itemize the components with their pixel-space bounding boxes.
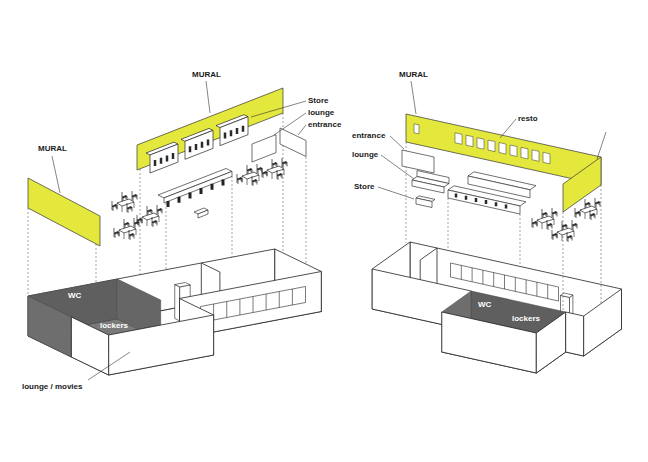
part-label: entrance xyxy=(352,131,385,140)
right-mural-layer xyxy=(488,140,495,152)
left-building xyxy=(175,283,190,287)
right-building xyxy=(561,293,573,297)
leader-lines xyxy=(274,113,306,135)
leader-lines xyxy=(52,81,606,380)
leader-lines xyxy=(52,156,60,193)
room-label: lockers xyxy=(100,321,128,330)
right-mural-layer xyxy=(402,114,601,242)
left-mural-layer xyxy=(181,128,213,159)
right-mural-layer xyxy=(552,220,577,242)
left-mural-layer xyxy=(28,88,306,246)
room-label: lockers xyxy=(512,314,540,323)
part-label: Store xyxy=(308,96,328,105)
leader-lines xyxy=(597,132,606,159)
left-mural-layer xyxy=(28,178,100,246)
projection-lines xyxy=(28,113,601,329)
right-mural-layer xyxy=(466,135,473,147)
left-building xyxy=(201,287,306,323)
room-label: WC xyxy=(478,300,491,309)
part-label: Store xyxy=(354,182,374,191)
right-mural-layer xyxy=(521,147,528,159)
right-mural-layer xyxy=(455,133,462,145)
part-label: MURAL xyxy=(192,70,221,79)
part-label: lounge xyxy=(308,108,334,117)
leader-lines xyxy=(381,155,414,179)
right-mural-layer xyxy=(406,114,601,185)
right-building xyxy=(372,242,621,373)
part-label: lounge / movies xyxy=(22,382,82,391)
leader-lines xyxy=(298,125,306,135)
projection-lines xyxy=(28,113,306,329)
left-building xyxy=(28,296,71,357)
left-mural-layer xyxy=(137,205,162,227)
part-label: MURAL xyxy=(38,144,67,153)
leader-lines xyxy=(411,81,416,114)
left-mural-layer xyxy=(164,171,232,203)
part-label: lounge xyxy=(352,150,378,159)
right-mural-layer xyxy=(543,152,550,164)
left-mural-layer xyxy=(168,180,223,208)
right-mural-layer xyxy=(414,124,550,164)
leader-lines xyxy=(88,352,130,380)
left-mural-layer xyxy=(237,164,262,186)
right-mural-layer xyxy=(412,180,444,193)
leader-lines xyxy=(378,187,414,199)
left-mural-layer xyxy=(198,210,208,218)
left-mural-layer xyxy=(114,218,139,240)
right-mural-layer xyxy=(532,150,539,162)
left-mural-layer xyxy=(158,169,232,198)
room-label: WC xyxy=(68,291,81,300)
left-mural-layer xyxy=(252,135,276,162)
left-building xyxy=(28,249,321,375)
left-mural-layer xyxy=(262,158,287,180)
part-label: resto xyxy=(518,114,538,123)
leader-lines xyxy=(206,81,210,113)
leader-lines xyxy=(390,136,404,149)
right-mural-layer xyxy=(532,208,557,230)
right-mural-layer xyxy=(448,190,520,214)
right-mural-layer xyxy=(499,143,506,155)
left-mural-layer xyxy=(112,191,137,213)
right-mural-layer xyxy=(456,194,506,209)
part-label: entrance xyxy=(308,120,341,129)
part-label: MURAL xyxy=(399,70,428,79)
right-building xyxy=(584,289,622,356)
left-mural-layer xyxy=(280,128,306,157)
left-building xyxy=(175,285,180,321)
right-mural-layer xyxy=(575,198,600,220)
leader-lines xyxy=(500,119,516,138)
left-mural-layer xyxy=(216,115,248,146)
right-mural-layer xyxy=(402,150,434,173)
right-mural-layer xyxy=(510,145,517,157)
right-building xyxy=(536,312,565,373)
right-mural-layer xyxy=(414,124,419,134)
left-mural-layer xyxy=(146,142,178,173)
leader-lines xyxy=(251,101,306,117)
right-mural-layer xyxy=(477,138,484,150)
right-building xyxy=(566,312,584,356)
right-mural-layer xyxy=(416,198,432,208)
